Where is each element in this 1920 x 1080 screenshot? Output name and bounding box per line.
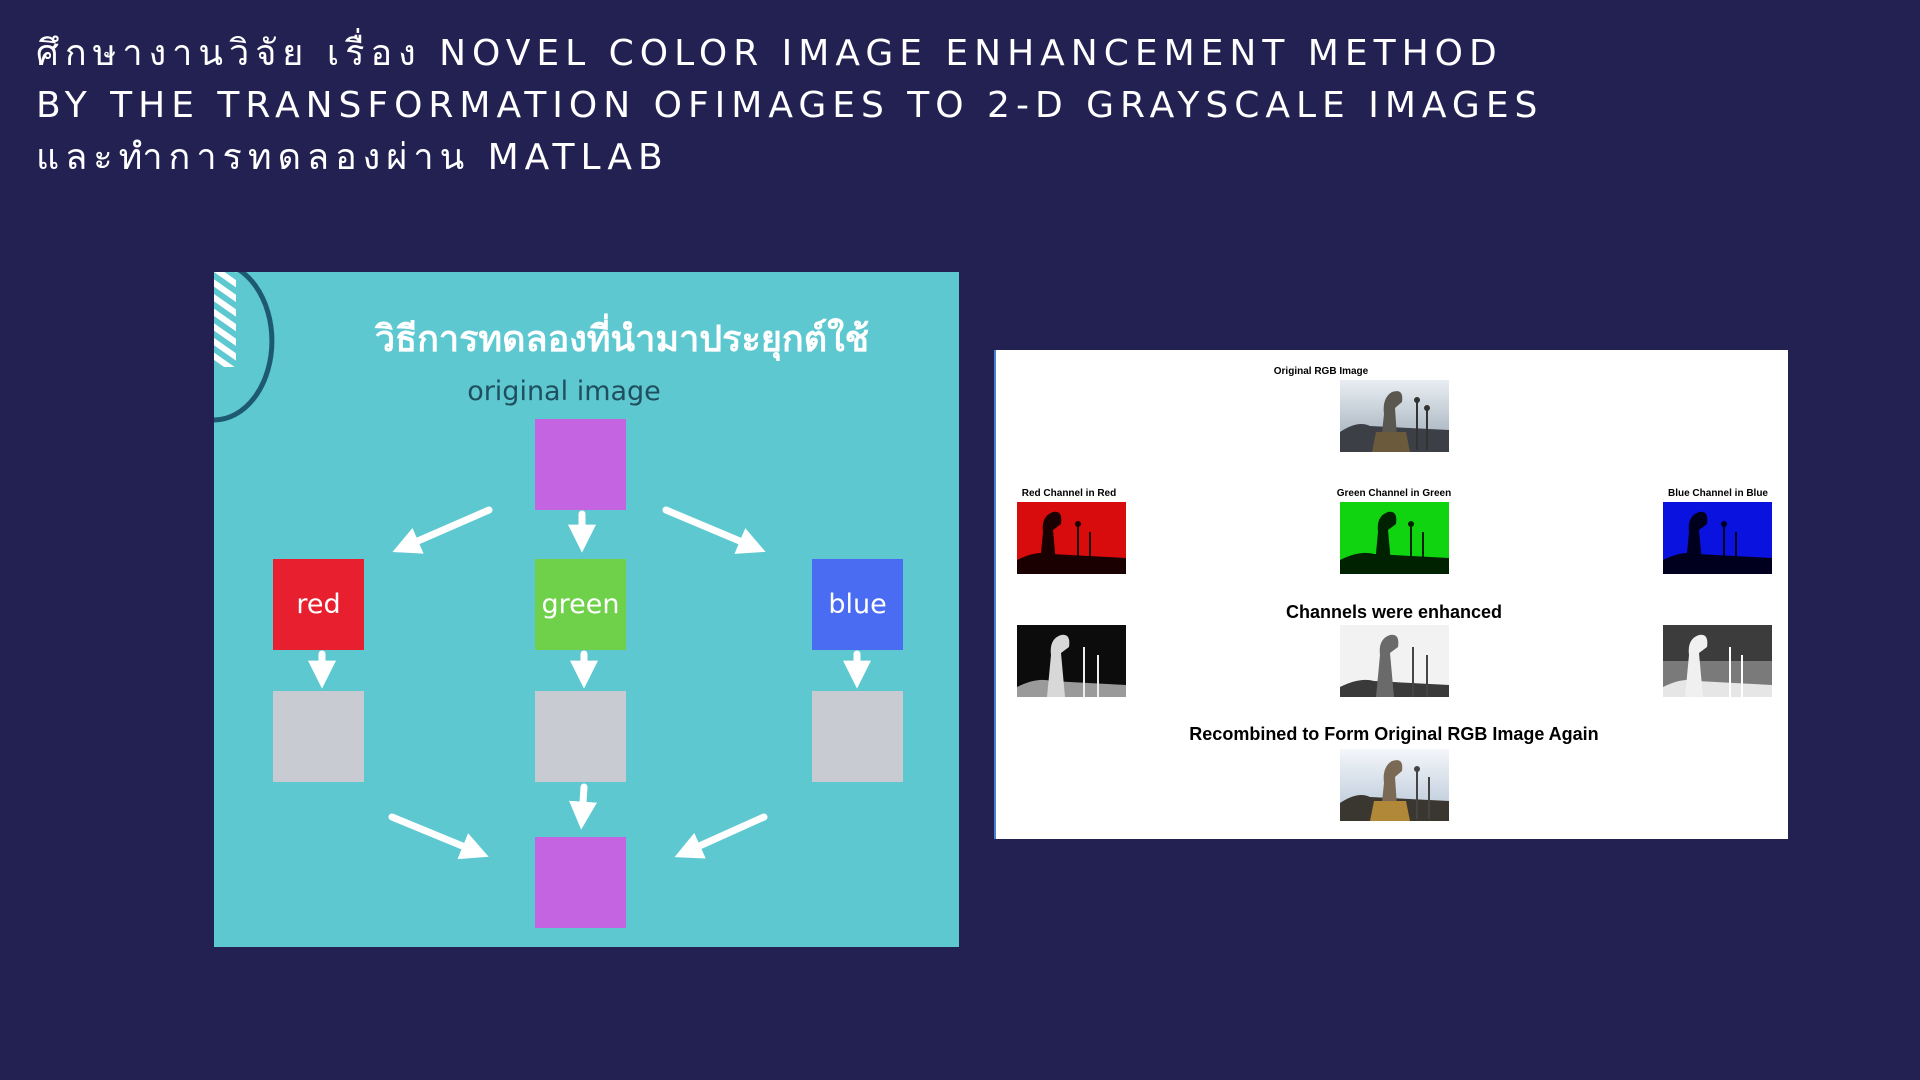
red-channel-box: red <box>273 559 364 650</box>
corner-decoration <box>214 272 275 423</box>
original-rgb-thumbnail <box>1340 380 1449 452</box>
blue-grayscale-box <box>812 691 903 782</box>
red-grayscale-box <box>273 691 364 782</box>
arrow-to-red <box>392 506 493 554</box>
blue-channel-label: blue <box>828 589 887 620</box>
original-image-box <box>535 419 626 510</box>
arrow-red-to-final <box>388 813 489 860</box>
arrow-green-to-final <box>569 783 597 830</box>
flow-arrows <box>308 506 871 860</box>
blue-channel-thumbnail <box>1663 502 1772 574</box>
green-channel-caption: Green Channel in Green <box>1336 488 1452 499</box>
green-channel-thumbnail <box>1340 502 1449 574</box>
arrow-to-blue <box>662 506 766 554</box>
original-image-label: original image <box>467 376 661 407</box>
red-channel-caption: Red Channel in Red <box>1021 488 1117 499</box>
blue-channel-caption: Blue Channel in Blue <box>1667 488 1768 499</box>
title-line-3: และทำการทดลองผ่าน MATLAB <box>36 137 669 178</box>
page-title: ศึกษางานวิจัย เรื่อง NOVEL COLOR IMAGE E… <box>36 28 1896 184</box>
title-line-1: ศึกษางานวิจัย เรื่อง NOVEL COLOR IMAGE E… <box>36 33 1503 74</box>
title-line-2: BY THE TRANSFORMATION OFIMAGES TO 2-D GR… <box>36 85 1544 126</box>
green-enhanced-thumbnail <box>1340 625 1449 697</box>
recombined-rgb-thumbnail <box>1340 749 1449 821</box>
recombined-image-box <box>535 837 626 928</box>
recombined-caption: Recombined to Form Original RGB Image Ag… <box>1189 724 1599 744</box>
green-channel-box: green <box>535 559 626 650</box>
matlab-result-figure: Original RGB Image Red Channel in Red <box>994 350 1788 839</box>
original-caption: Original RGB Image <box>1273 366 1369 377</box>
blue-enhanced-thumbnail <box>1663 625 1772 697</box>
blue-channel-box: blue <box>812 559 903 650</box>
method-diagram-panel: วิธีการทดลองที่นำมาประยุกต์ใช้ original … <box>214 272 959 947</box>
red-channel-label: red <box>296 589 341 620</box>
diagram-title: วิธีการทดลองที่นำมาประยุกต์ใช้ <box>374 319 870 360</box>
red-channel-thumbnail <box>1017 502 1126 574</box>
arrow-blue-to-final <box>674 813 768 859</box>
enhanced-caption: Channels were enhanced <box>1285 602 1503 622</box>
green-channel-label: green <box>541 589 620 620</box>
red-enhanced-thumbnail <box>1017 625 1126 697</box>
green-grayscale-box <box>535 691 626 782</box>
